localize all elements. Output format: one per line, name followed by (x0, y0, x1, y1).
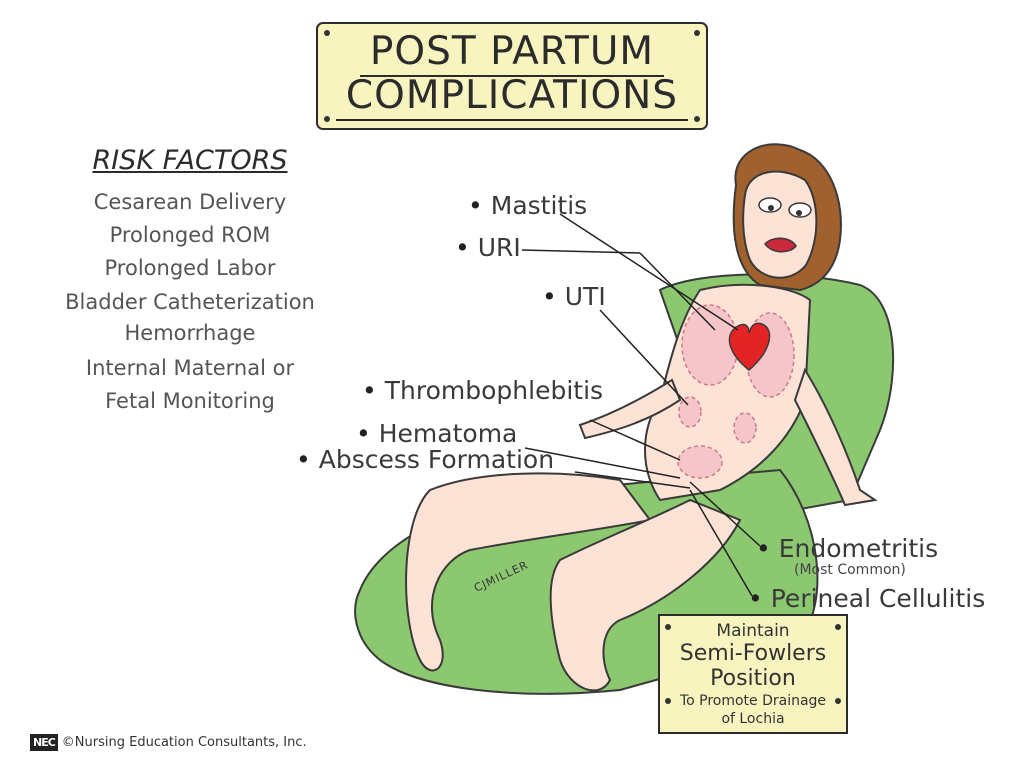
sign-line: Position (710, 666, 796, 691)
sign-line: Maintain (716, 621, 790, 641)
nec-logo: NEC (30, 734, 58, 751)
screw-icon (694, 30, 700, 36)
endometritis-note: (Most Common) (794, 562, 906, 578)
complication-label-endometritis: Endometritis (756, 535, 938, 563)
screw-icon (835, 698, 841, 704)
risk-factor-item: Prolonged Labor (104, 256, 276, 280)
complication-label-thrombophlebitis: Thrombophlebitis (362, 377, 603, 405)
screw-icon (665, 698, 671, 704)
screw-icon (694, 116, 700, 122)
complication-label-hematoma: Hematoma (356, 420, 518, 448)
complication-label-abscess-formation: Abscess Formation (296, 446, 554, 474)
sign-line: Semi-Fowlers (679, 641, 827, 666)
heart-icon (728, 322, 771, 371)
screw-icon (324, 30, 330, 36)
risk-factor-item: Internal Maternal or (85, 356, 295, 380)
title-line-2: COMPLICATIONS (318, 73, 706, 121)
risk-factors-heading: RISK FACTORS (92, 145, 288, 176)
legs (405, 472, 742, 692)
complication-label-uti: UTI (542, 283, 606, 311)
screw-icon (324, 116, 330, 122)
sign-line: of Lochia (721, 711, 785, 727)
screw-icon (665, 624, 671, 630)
complication-label-uri: URI (455, 234, 521, 262)
complication-label-perineal-cellulitis: Perineal Cellulitis (748, 585, 985, 613)
position-sign: Maintain Semi-Fowlers Position To Promot… (658, 614, 848, 734)
arms (578, 367, 878, 507)
risk-factor-item: Hemorrhage (124, 321, 256, 345)
copyright-footer: NEC©Nursing Education Consultants, Inc. (30, 734, 307, 751)
sign-line: To Promote Drainage (679, 693, 827, 709)
risk-factor-item: Prolonged ROM (109, 223, 271, 247)
copyright-text: ©Nursing Education Consultants, Inc. (61, 735, 307, 750)
title-plaque: POST PARTUM COMPLICATIONS (316, 22, 708, 130)
pointer-lines (521, 213, 761, 597)
risk-factor-item: Bladder Catheterization (65, 290, 315, 314)
title-line-1: POST PARTUM (318, 29, 706, 77)
risk-factors-list: RISK FACTORS Cesarean Delivery Prolonged… (40, 146, 340, 415)
head (732, 143, 842, 292)
screw-icon (835, 624, 841, 630)
risk-factor-item: Cesarean Delivery (93, 190, 287, 214)
complication-label-mastitis: Mastitis (468, 192, 587, 220)
risk-factor-item: Fetal Monitoring (105, 389, 275, 413)
